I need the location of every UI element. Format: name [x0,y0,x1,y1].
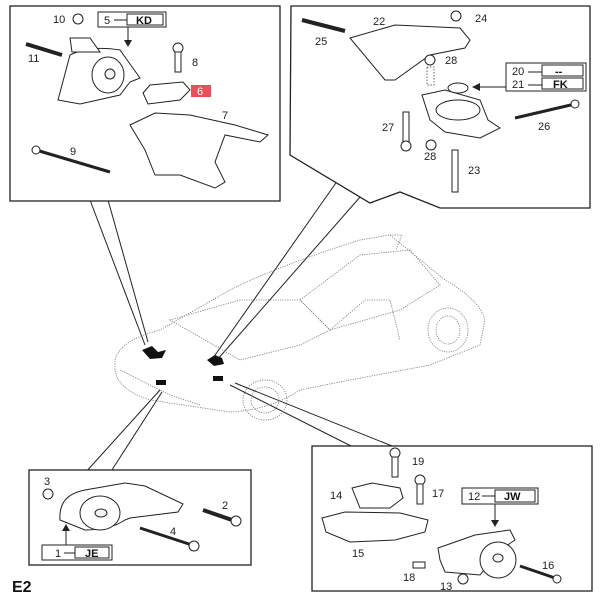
part-label-23: 23 [468,165,480,177]
car-illustration [114,234,486,421]
nut-icon [450,10,462,22]
part-label-2: 2 [222,500,228,512]
bolt-icon [416,483,424,505]
bolt-icon [412,561,426,569]
part-label-13: 13 [440,581,452,593]
part-label-27: 27 [382,122,394,134]
bracket-22 [349,24,471,81]
mount-marker-lower-left [156,380,166,385]
bolt-icon [25,42,63,57]
bolt-icon [519,564,556,580]
bolt-icon [514,102,576,120]
bolt-icon [451,149,459,193]
part-label-19: 19 [412,456,424,468]
leader-bottom-left-a [84,389,161,474]
part-label-18: 18 [403,572,415,584]
bolt-icon [174,51,182,73]
callout-number-21: 21 [512,79,524,91]
part-label-25: 25 [315,36,327,48]
nut-icon [425,139,437,151]
panel-bottom-left: 3 1 JE 2 4 E2 [12,469,252,596]
callout-code-kd: KD [136,15,152,27]
nut-icon [424,54,436,66]
mount-bracket-6 [142,81,191,105]
leader-bottom-right-b [234,382,398,449]
panel-top-left-frame [9,5,281,202]
nut-icon [72,13,84,25]
part-label-6: 6 [197,86,203,98]
part-label-24: 24 [475,13,487,25]
leader-top-left-a [89,199,146,346]
bolt-icon [391,456,399,478]
bolt-icon [402,111,410,143]
part-label-15: 15 [352,548,364,560]
panel-top-left: 5 KD 10 11 8 6 7 9 [9,5,281,202]
nut-icon [42,488,54,500]
part-label-28: 28 [445,55,457,67]
bolt-icon [202,508,233,522]
callout-code-je: JE [85,548,98,560]
mount-marker-upper-right [207,355,224,366]
support-plate-15 [321,511,429,543]
section-label: E2 [12,579,32,596]
part-label-16: 16 [542,560,554,572]
callout-code-20: -- [555,66,563,78]
callout-number-12: 12 [468,491,480,503]
leader-bottom-left-b [109,391,163,474]
part-label-4: 4 [170,526,176,538]
mount-marker-lower-right [213,376,223,381]
long-bolt-icon [35,148,111,174]
mount-bracket-14 [351,482,404,509]
callout-code-fk: FK [553,79,568,91]
nut-icon [457,573,469,585]
leader-top-right-b [216,179,376,361]
panel-bottom-right: 19 14 17 15 12 JW 18 13 16 [311,445,593,593]
part-label-11: 11 [28,53,39,65]
part-label-8: 8 [192,57,198,69]
bolt-icon [301,18,346,33]
part-label-14: 14 [330,490,342,502]
part-label-26: 26 [538,121,550,133]
leader-top-right-a [212,169,346,359]
leader-top-left-b [107,199,149,343]
panel-top-right: 25 22 24 28 20 21 -- FK 27 28 [289,5,591,209]
leader-lines [84,169,398,474]
callout-number-5: 5 [104,15,110,27]
callout-number-20: 20 [512,66,524,78]
callout-code-jw: JW [504,491,521,503]
leader-bottom-right-a [229,384,356,449]
highlight-badge [191,85,211,97]
part-label-22: 22 [373,16,385,28]
callout-number-1: 1 [55,548,61,560]
part-label-3: 3 [44,476,50,488]
part-label-9: 9 [70,146,76,158]
part-label-17: 17 [432,488,444,500]
part-label-7: 7 [222,110,228,122]
support-bracket-7 [129,112,270,189]
part-label-10: 10 [53,14,65,26]
part-label-28-lower: 28 [424,151,436,163]
long-bolt-icon [139,526,193,547]
mount-marker-upper-left [142,346,166,359]
